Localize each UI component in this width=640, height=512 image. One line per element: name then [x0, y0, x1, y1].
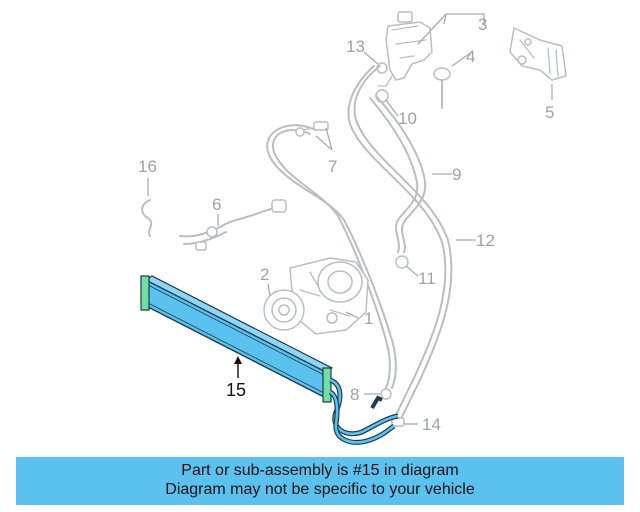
- callout-6: 6: [212, 195, 221, 214]
- callout-7: 7: [328, 157, 337, 176]
- line-6-part: [179, 205, 283, 238]
- banner-line-disclaimer: Diagram may not be specific to your vehi…: [165, 481, 475, 498]
- callout-14: 14: [422, 415, 441, 434]
- callout-13: 13: [346, 37, 365, 56]
- callout-8: 8: [350, 385, 359, 404]
- banner-line-part: Part or sub-assembly is #15 in diagram: [181, 462, 459, 479]
- callout-16: 16: [138, 157, 157, 176]
- line-12-part: [353, 65, 453, 425]
- clip-16-part: [141, 199, 153, 237]
- callout-5: 5: [545, 103, 554, 122]
- callout-12: 12: [476, 231, 495, 250]
- callout-4: 4: [466, 47, 475, 66]
- callout-11: 11: [418, 269, 436, 288]
- line-7-part: [266, 124, 397, 389]
- cooler-15-part: [140, 275, 399, 445]
- callout-9: 9: [452, 165, 461, 184]
- cap-part: [433, 67, 451, 109]
- pump-part: [263, 257, 369, 335]
- info-banner: Part or sub-assembly is #15 in diagram D…: [16, 457, 624, 505]
- callout-3: 3: [478, 15, 487, 34]
- callout-10: 10: [398, 109, 417, 128]
- fitting-11-part: [395, 255, 409, 269]
- bracket-part: [509, 26, 567, 81]
- fitting-8-part: [380, 388, 392, 400]
- callout-1: 1: [364, 309, 373, 328]
- callout-2: 2: [260, 265, 269, 284]
- reservoir-part: [377, 11, 433, 87]
- callout-15: 15: [226, 380, 246, 400]
